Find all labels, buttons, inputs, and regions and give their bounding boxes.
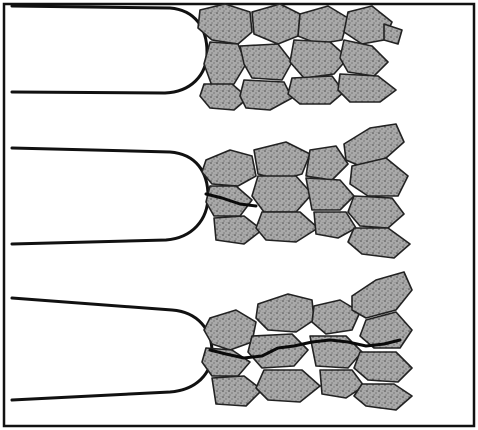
grain-cluster-1 xyxy=(198,4,402,110)
grain xyxy=(288,76,344,104)
